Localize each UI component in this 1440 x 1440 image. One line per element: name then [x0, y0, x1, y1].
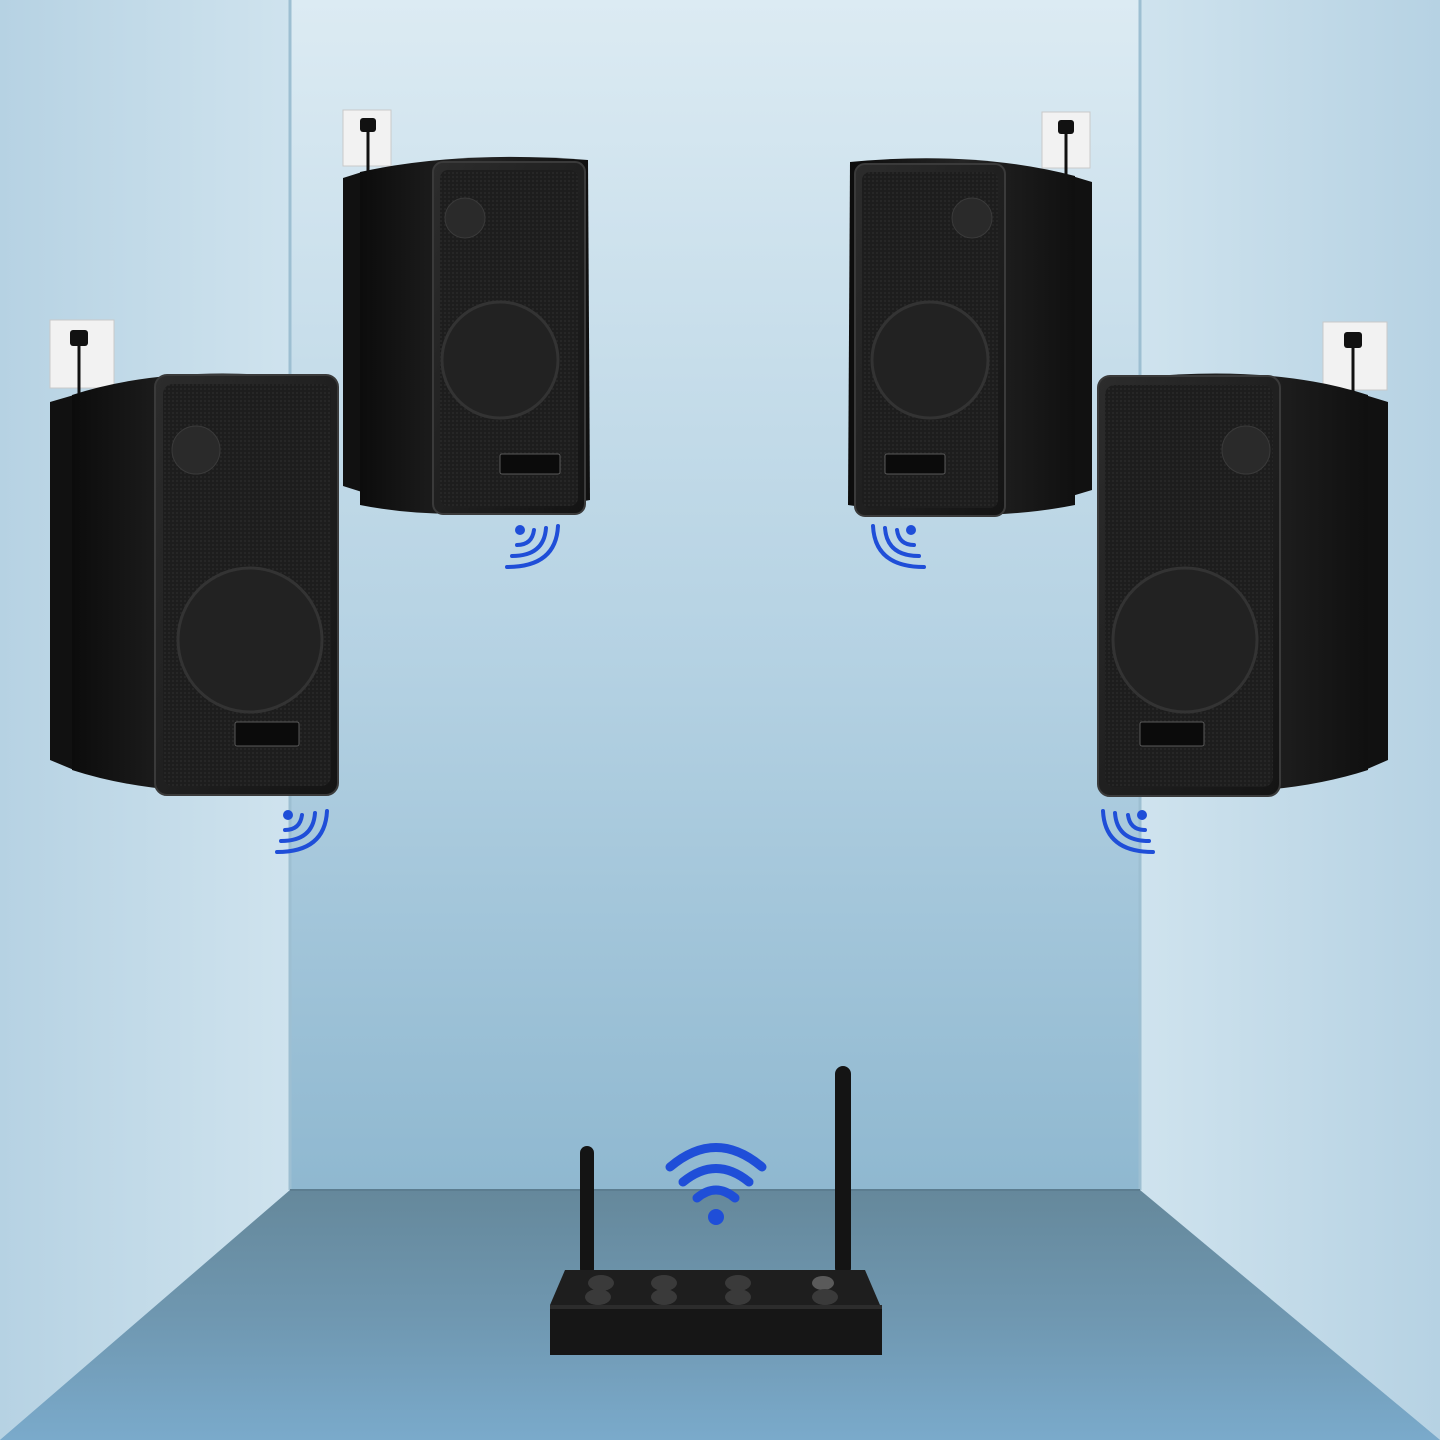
rear-right-speaker	[1097, 321, 1388, 797]
wireless-audio-transmitter	[550, 1066, 882, 1355]
front-right-speaker	[848, 111, 1092, 517]
front-left-speaker	[342, 109, 590, 515]
control-knob	[585, 1275, 838, 1305]
sound-wave-icon	[871, 524, 926, 569]
sound-wave-icon	[1101, 809, 1155, 854]
sound-wave-icon	[275, 809, 329, 854]
wall-socket-icon	[342, 109, 392, 178]
rear-left-speaker	[49, 319, 339, 796]
antenna-right	[835, 1066, 851, 1276]
wall-socket-icon	[1041, 111, 1091, 182]
antenna-left	[580, 1146, 594, 1276]
sound-wave-icon	[505, 524, 560, 569]
wifi-icon	[665, 1143, 767, 1225]
wall-socket-icon	[1322, 321, 1388, 400]
wall-socket-icon	[49, 319, 115, 400]
